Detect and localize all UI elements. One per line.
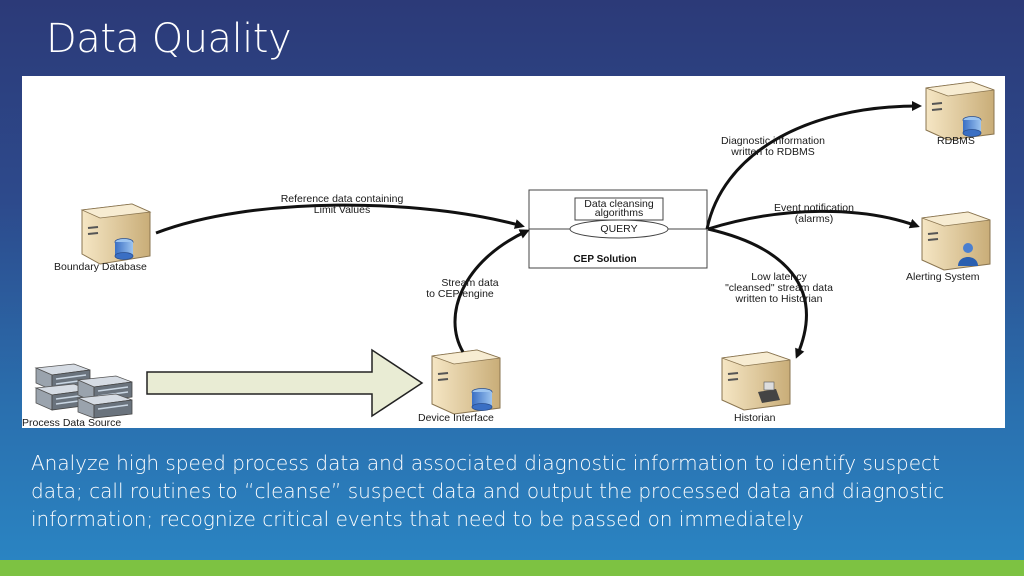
cep-query-label: QUERY xyxy=(600,223,637,235)
reference-data-arrow xyxy=(155,203,525,235)
event-notification-arrow xyxy=(707,209,920,231)
slide-title: Data Quality xyxy=(46,16,292,62)
historian-label: Historian xyxy=(734,412,776,424)
process-data-source-label: Process Data Source xyxy=(22,417,121,428)
device-interface-label: Device Interface xyxy=(418,412,494,424)
diagram-panel: Boundary Database xyxy=(22,76,1005,428)
event-label-2: (alarms) xyxy=(795,213,834,225)
process-data-source-icon xyxy=(34,363,133,419)
device-interface-icon xyxy=(431,349,501,415)
slide-caption: Analyze high speed process data and asso… xyxy=(31,451,945,531)
historian-server-icon xyxy=(721,351,791,411)
cep-algorithms-label-1: Data cleansing xyxy=(584,198,654,210)
alerting-system-icon xyxy=(921,211,991,271)
alerting-system-label: Alerting System xyxy=(906,271,980,283)
lowlat-label-3: written to Historian xyxy=(735,293,823,305)
lowlat-label-1: Low latency xyxy=(751,271,807,283)
event-label-1: Event notification xyxy=(774,202,854,214)
stream-label-1: Stream data xyxy=(441,277,498,289)
cep-solution-box xyxy=(528,189,708,269)
process-to-device-arrow xyxy=(146,348,424,418)
boundary-database-label: Boundary Database xyxy=(54,261,147,273)
stream-data-arrow xyxy=(453,229,530,353)
reference-label-2: Limit Values xyxy=(314,204,370,216)
footer-accent-bar xyxy=(0,560,1024,576)
diagnostic-label-1: Diagnostic information xyxy=(721,135,825,147)
boundary-database-icon xyxy=(80,203,152,265)
lowlat-label-2: "cleansed" stream data xyxy=(725,282,833,294)
stream-label-2: to CEP engine xyxy=(426,288,494,300)
reference-label-1: Reference data containing xyxy=(281,193,404,205)
cep-algorithms-label-2: algorithms xyxy=(595,207,643,219)
architecture-diagram: Boundary Database xyxy=(22,81,995,428)
cep-solution-title: CEP Solution xyxy=(573,254,636,265)
diagnostic-arrow xyxy=(705,101,922,230)
rdbms-server-icon xyxy=(925,81,995,141)
rdbms-label: RDBMS xyxy=(937,135,975,147)
historian-arrow xyxy=(707,227,808,359)
diagnostic-label-2: written to RDBMS xyxy=(730,146,814,158)
